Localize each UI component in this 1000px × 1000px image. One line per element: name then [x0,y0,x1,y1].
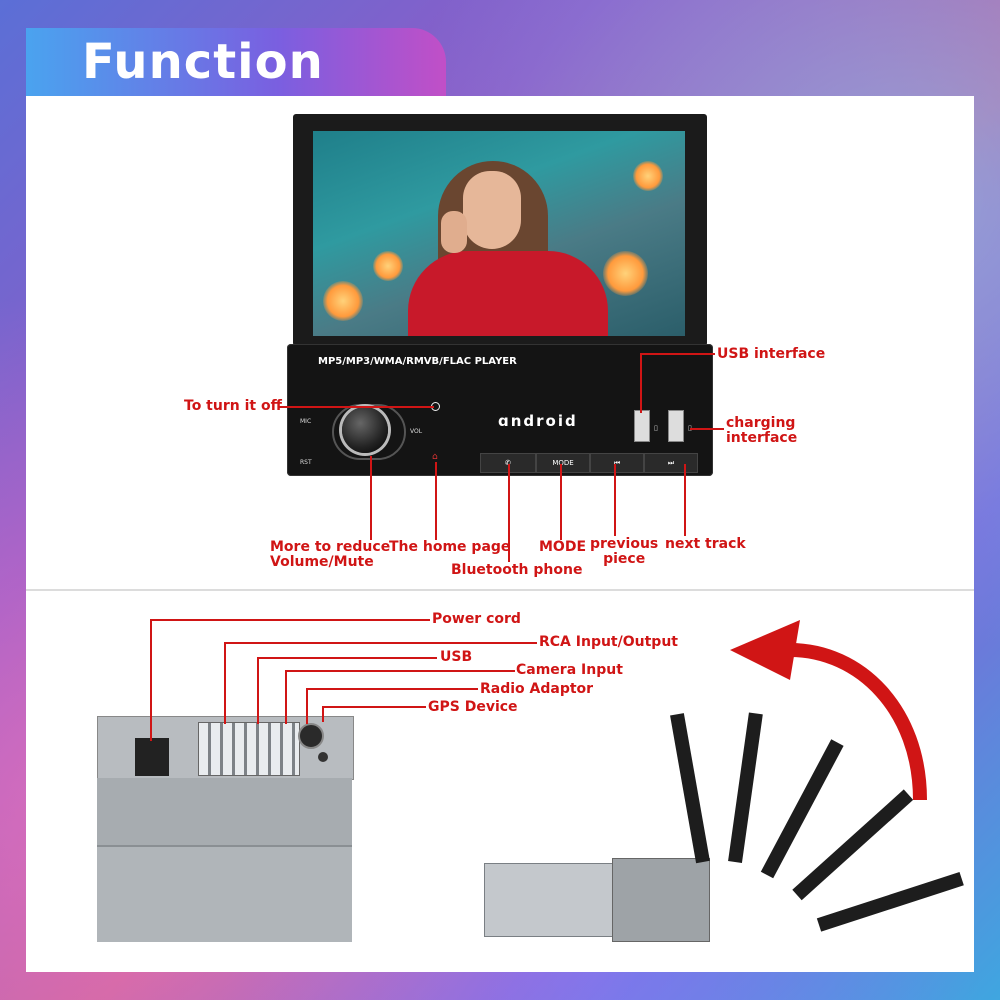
section-divider [26,589,974,591]
bokeh-light [603,251,648,296]
bokeh-light [323,281,363,321]
callout-power-cord: Power cord [432,611,521,627]
callout-previous: previous piece [590,536,659,567]
callout-mode: MODE [539,539,587,555]
callout-radio: Radio Adaptor [480,681,594,697]
callout-line-power-cord [150,619,430,621]
side-view-mount [612,858,710,942]
callout-line-mode [560,464,562,540]
callout-line-gps [322,706,426,708]
home-icon[interactable]: ⌂ [432,452,438,462]
title-banner [26,28,446,96]
callout-line-usb-rear [257,657,437,659]
next-button[interactable]: ⏭ [644,453,698,473]
callout-line-home [435,462,437,540]
callout-line-power [278,406,434,408]
rca-pins [198,722,300,776]
callout-line-camera [285,670,515,672]
callout-camera: Camera Input [516,662,623,678]
photo-face [463,171,521,249]
page-title: Function [82,34,324,90]
callout-line-charging [690,428,724,430]
next-icon: ⏭ [667,459,675,467]
callout-charging: charging interface [726,415,798,446]
mode-button[interactable]: MODE [536,453,590,473]
display-screen [313,131,685,336]
bokeh-light [633,161,663,191]
rst-label: RST [300,459,312,466]
callout-line-next [684,464,686,536]
gps-port [298,723,324,749]
photo-hoodie [408,251,608,336]
callout-line-radio [306,688,478,690]
callout-volume: More to reduce Volume/Mute [270,539,391,570]
charge-symbol-icon: ▯ [688,424,692,432]
callout-line-radio [306,688,308,724]
callout-usb-rear: USB [440,649,473,665]
android-logo: ɑndroid [498,412,578,430]
mic-label: MIC [300,418,312,425]
bokeh-light [373,251,403,281]
phone-icon: ✆ [505,459,511,467]
callout-line-rca [224,642,537,644]
callout-gps: GPS Device [428,699,518,715]
photo-hand [441,211,467,253]
knob-ring [332,404,406,460]
callout-line-camera [285,670,287,724]
callout-line-rca [224,642,226,724]
usb-symbol-icon: ▯ [654,424,658,432]
callout-power: To turn it off [184,398,282,414]
charging-port[interactable] [668,410,684,442]
callout-line-previous [614,464,616,536]
previous-icon: ⏮ [613,459,621,467]
chassis-lower [97,845,352,942]
volume-knob[interactable] [342,407,388,453]
callout-line-gps [322,706,324,722]
previous-button[interactable]: ⏮ [590,453,644,473]
callout-line-usb [640,353,715,355]
vol-label: VOL [410,428,423,435]
usb-port[interactable] [634,410,650,442]
player-format-label: MP5/MP3/WMA/RMVB/FLAC PLAYER [318,356,517,367]
callout-next: next track [665,536,746,552]
callout-line-bluetooth [508,464,510,562]
rotation-arrow-icon [730,620,927,801]
callout-line-usb-rear [257,657,259,724]
callout-home: The home page [389,539,511,555]
callout-bluetooth: Bluetooth phone [451,562,583,578]
callout-line-volume [370,456,372,540]
radio-port [318,752,328,762]
callout-line-power-cord [150,619,152,741]
callout-line-usb [640,353,642,413]
power-connector [135,738,169,776]
callout-usb: USB interface [717,346,826,362]
callout-rca: RCA Input/Output [539,634,678,650]
